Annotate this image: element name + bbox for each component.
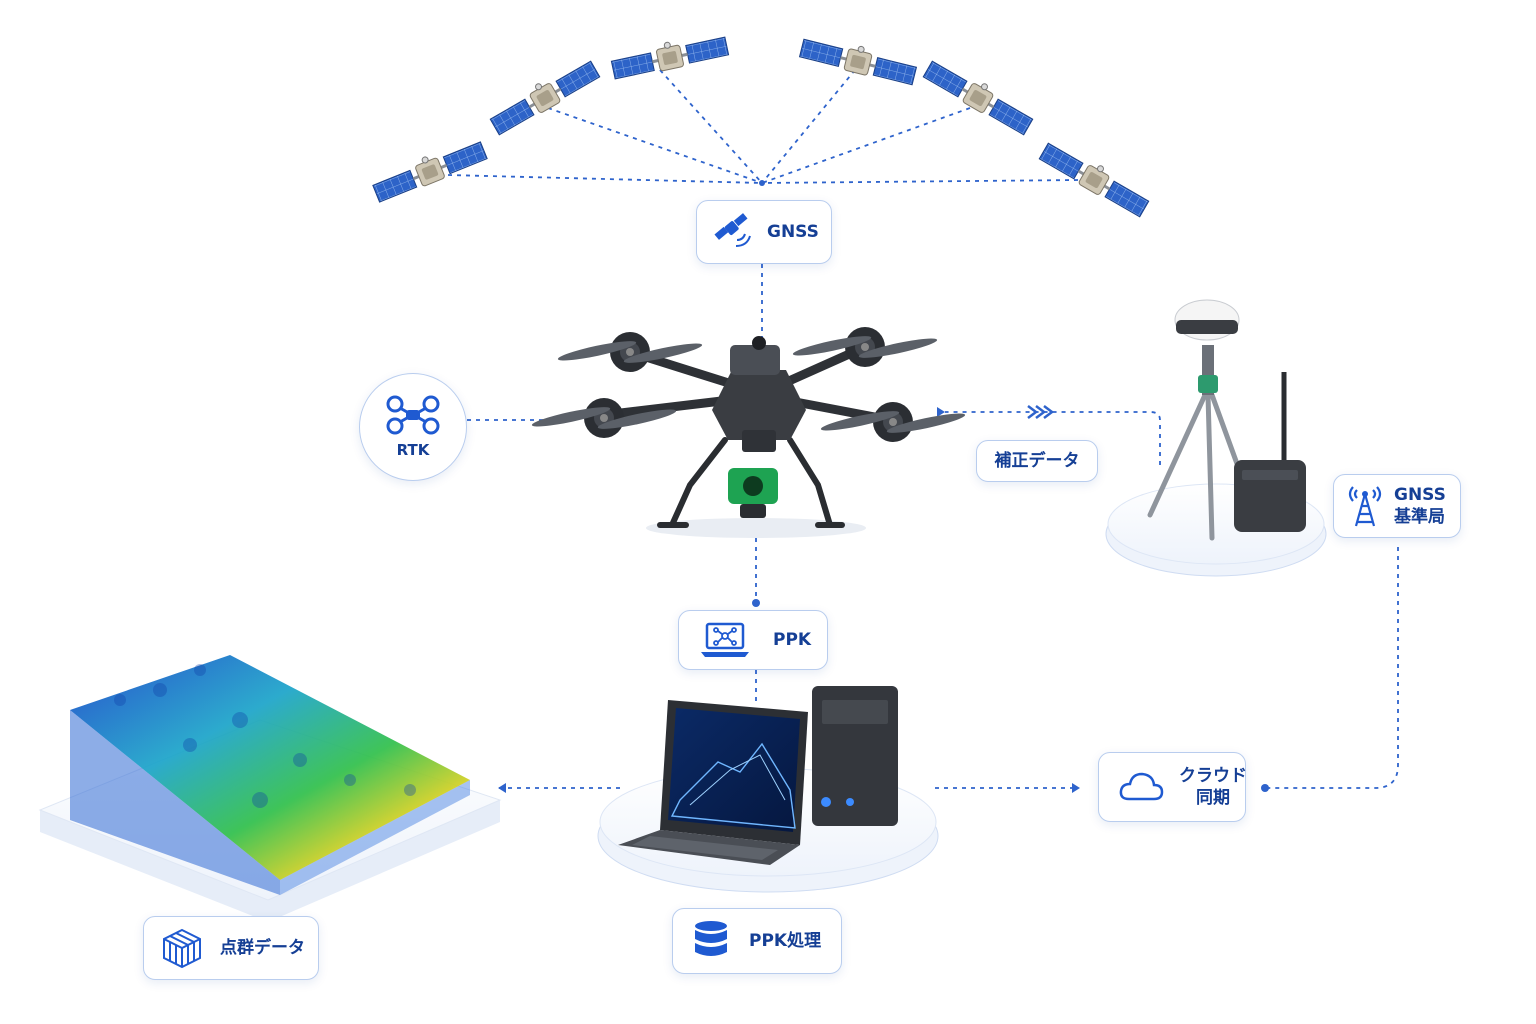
correction-data-label: 補正データ [976,440,1098,482]
satellite-icon [368,133,490,206]
rtk-label: RTK [359,373,467,481]
gnss-base-station-label: GNSS 基準局 [1333,474,1461,538]
satellite-constellation [368,28,1154,221]
cloud-icon [1117,767,1165,807]
point-cloud-label-text: 点群データ [220,938,305,958]
database-icon [691,919,731,963]
cloud-line2: 同期 [1196,788,1230,808]
rtk-label-text: RTK [396,441,430,459]
ppk-label-text: PPK [773,630,812,650]
base-station-illustration [1105,299,1327,577]
gnss-label: GNSS [696,200,832,264]
sat-link-3 [659,69,763,184]
gnss-label-text: GNSS [767,222,819,242]
connector-ends [498,180,1269,793]
point-cloud-label: 点群データ [143,916,319,980]
computer-illustration [597,686,939,893]
ppk-processing-label: PPK処理 [672,908,842,974]
satellite-icon [920,53,1038,139]
rotor-icon [530,398,678,438]
sat-link-4 [761,69,856,184]
satellite-icon [485,53,603,139]
drone-illustration [530,327,967,538]
base-to-cloud [1265,547,1399,789]
correction-data-text: 補正データ [994,451,1080,471]
satellite-icon [608,28,731,83]
ppk-label: PPK [678,610,828,670]
rotor-icon [791,327,939,367]
satellite-signal-icon [711,210,755,254]
cube-grid-icon [160,926,204,970]
laptop-network-icon [699,620,751,660]
drone-icon [385,395,441,435]
point-cloud-illustration [38,655,502,922]
base-station-line1: GNSS [1394,485,1446,505]
cloud-sync-label: クラウド 同期 [1098,752,1247,822]
satellite-icon [797,30,920,89]
radio-tower-icon [1346,484,1384,528]
sat-link-5 [761,107,971,184]
sat-link-6 [761,179,1079,184]
base-to-drone [945,411,1161,465]
cloud-line1: クラウド [1179,766,1247,786]
satellite-icon [1036,135,1154,221]
ppk-processing-label-text: PPK処理 [749,931,822,951]
sat-link-1 [447,174,763,184]
connectors [447,69,1399,789]
sat-link-2 [547,107,763,184]
base-station-line2: 基準局 [1394,507,1445,527]
